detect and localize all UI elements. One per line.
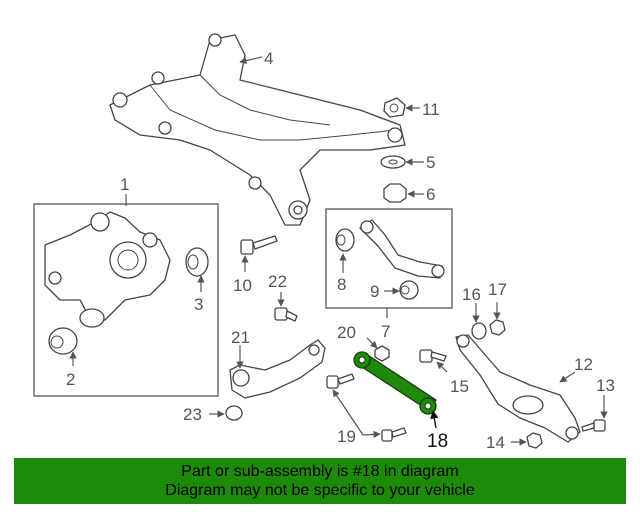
callout-20: 20 [337,323,356,342]
upper-arm-group-box [325,208,453,309]
bushing-2 [48,327,78,355]
ring-16 [471,322,487,340]
bolt-22 [274,307,298,322]
bolt-13 [581,419,606,432]
callout-16: 16 [462,285,481,304]
callout-15: 15 [450,377,469,396]
callout-11: 11 [422,100,440,119]
banner-line-1: Part or sub-assembly is #18 in diagram [181,463,459,480]
lower-arm-12 [455,334,581,443]
banner-line-2: Diagram may not be specific to your vehi… [165,482,475,499]
callout-21: 21 [231,328,250,347]
knuckle [44,211,171,328]
callout-4: 4 [264,49,273,68]
bushing-9 [399,280,419,300]
trailing-arm [229,339,326,399]
callout-17: 17 [488,280,507,299]
callout-2: 2 [66,370,75,389]
callout-5: 5 [426,153,435,172]
bolt-10 [240,235,278,255]
callout-7: 7 [381,322,390,341]
bushing-3 [185,247,209,277]
nut-6 [383,183,407,203]
part-notice-banner: Part or sub-assembly is #18 in diagram D… [14,458,626,504]
bolt-15 [419,349,447,363]
callout-22: 22 [268,272,287,291]
nut-14 [526,432,543,449]
callout-18: 18 [427,431,448,452]
callout-12: 12 [574,355,593,374]
callout-10: 10 [233,276,252,295]
washer-23 [225,405,243,421]
lateral-link-18 [353,351,437,415]
crossmember [109,33,406,226]
bushing-8 [335,228,355,252]
callout-14: 14 [486,433,505,452]
nut-20 [374,345,390,362]
nut-11 [383,97,406,118]
parts-diagram: 1 2 3 4 5 6 7 8 9 10 11 12 13 14 15 16 1… [33,33,615,452]
leader-lines [69,56,608,446]
callout-3: 3 [194,295,203,314]
callout-23: 23 [183,405,202,424]
callout-13: 13 [596,376,615,395]
upper-arm [359,219,445,279]
callout-6: 6 [426,185,435,204]
callout-19: 19 [337,427,356,446]
callout-8: 8 [337,275,346,294]
nut-17 [489,319,506,336]
callout-1: 1 [120,175,129,194]
bolt-19 [326,373,407,442]
callout-labels: 1 2 3 4 5 6 7 8 9 10 11 12 13 14 15 16 1… [66,49,615,452]
washer-5 [380,155,406,169]
callout-9: 9 [370,282,379,301]
